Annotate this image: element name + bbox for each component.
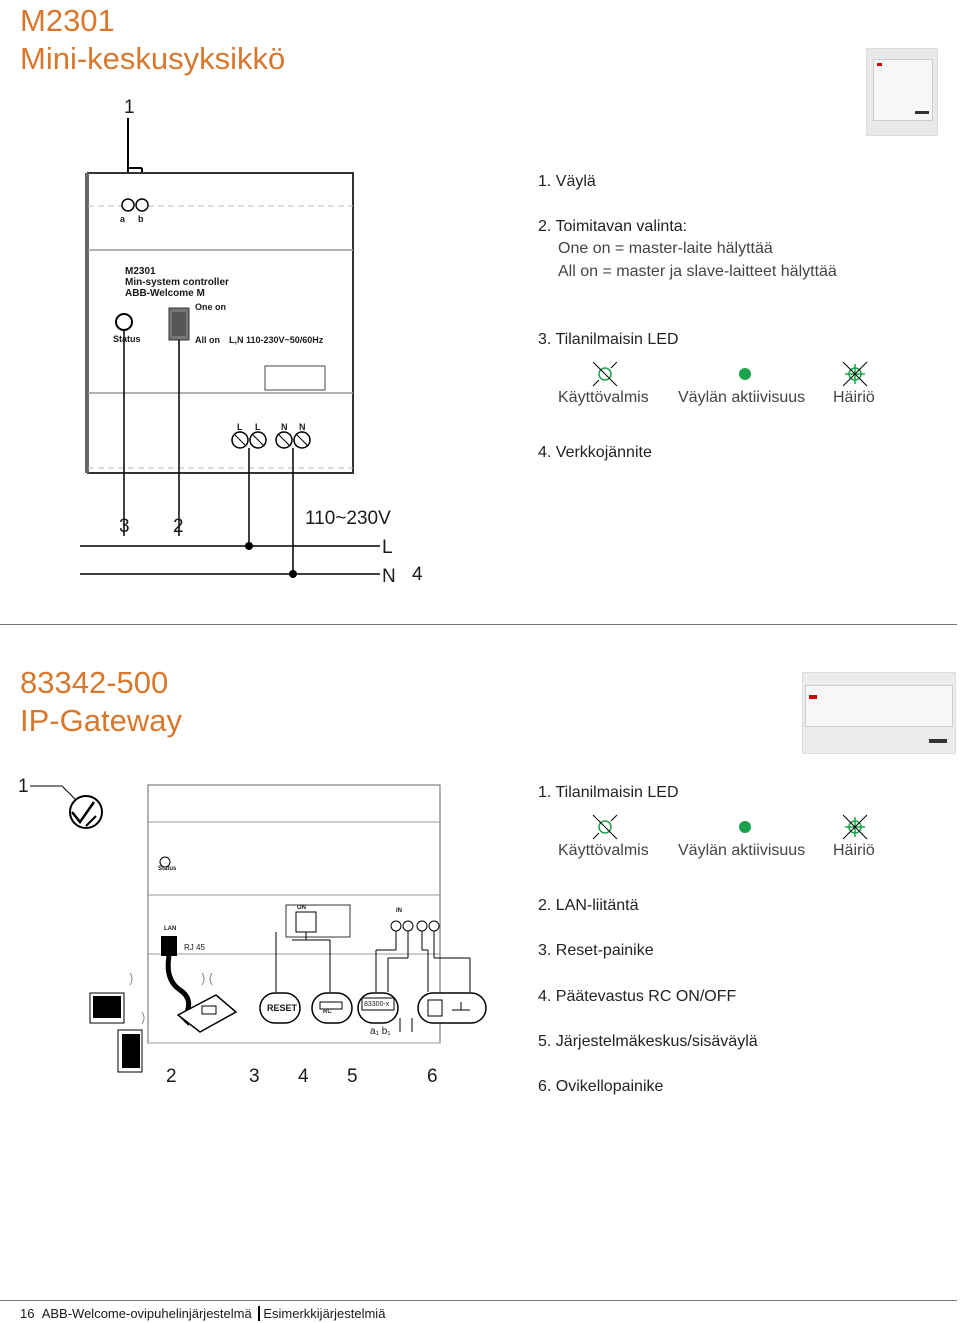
legend-item-3: 3. Tilanilmaisin LED	[538, 331, 679, 348]
legend-item-2a: One on = master-laite hälyttää	[558, 240, 773, 257]
terminal-b-label: b	[138, 214, 144, 224]
terminal-n1-label: N	[281, 422, 288, 432]
voltage-label: 110~230V	[305, 508, 391, 529]
rc-label: RC	[323, 1009, 332, 1015]
reset-label: RESET	[267, 1003, 298, 1013]
callout-4: 4	[412, 564, 423, 585]
led-icons-row-2	[592, 814, 868, 840]
led-on-icon	[739, 368, 751, 380]
legend-item-4: 4. Päätevastus RC ON/OFF	[538, 988, 737, 1005]
led-icons-row-1	[592, 361, 868, 387]
in-label: IN	[396, 908, 402, 914]
led-ready-label: Käyttövalmis	[558, 842, 649, 859]
led-off-icon	[592, 814, 618, 840]
power-rating-label: L,N 110-230V~50/60Hz	[229, 335, 324, 345]
footer: 16 ABB-Welcome-ovipuhelinjärjestelmä Esi…	[20, 1306, 385, 1321]
led-ready-label: Käyttövalmis	[558, 389, 649, 406]
line-n-label: N	[382, 566, 396, 587]
callout-6: 6	[427, 1066, 438, 1087]
led-fault-label: Häiriö	[833, 389, 875, 406]
led-fault-label: Häiriö	[833, 842, 875, 859]
led-blink-icon	[842, 361, 868, 387]
callout-1: 1	[18, 776, 29, 797]
legend-item-6: 6. Ovikellopainike	[538, 1078, 664, 1095]
footer-divider	[0, 1300, 957, 1301]
footer-section-title: Esimerkkijärjestelmiä	[263, 1306, 386, 1321]
ip-gateway-diagram	[30, 784, 487, 1073]
led-off-icon	[592, 361, 618, 387]
legend-item-5: 5. Järjestelmäkeskus/sisäväylä	[538, 1033, 758, 1050]
led-on-icon	[739, 821, 751, 833]
legend-item-2b: All on = master ja slave-laitteet hälytt…	[558, 263, 837, 280]
legend-item-4: 4. Verkkojännite	[538, 444, 652, 461]
module-label: 83300-x	[364, 1001, 390, 1008]
led-active-label: Väylän aktiivisuus	[678, 842, 806, 859]
callout-1: 1	[124, 97, 135, 118]
product-photo-ip-gateway	[802, 672, 956, 754]
terminal-n2-label: N	[299, 422, 306, 432]
legend-item-1: 1. Väylä	[538, 173, 596, 190]
lan-label: LAN	[164, 926, 177, 932]
footer-doc-title: ABB-Welcome-ovipuhelinjärjestelmä	[41, 1306, 252, 1321]
callout-3: 3	[249, 1066, 260, 1087]
section-divider	[0, 624, 957, 625]
legend-item-2: 2. LAN-liitäntä	[538, 897, 639, 914]
switch-all-on-label: All on	[195, 335, 220, 345]
page-number: 16	[20, 1306, 35, 1321]
device-label-block: M2301 Min-system controller ABB-Welcome …	[125, 266, 229, 299]
section2-title: 83342-500 IP-Gateway	[20, 664, 182, 740]
switch-one-on-label: One on	[195, 302, 226, 312]
device-brand: ABB-Welcome M	[125, 288, 205, 299]
legend-item-1: 1. Tilanilmaisin LED	[538, 784, 679, 801]
callout-2: 2	[166, 1066, 177, 1087]
terminal-l1-label: L	[237, 422, 243, 432]
terminal-a-label: a	[120, 214, 126, 224]
callout-3: 3	[119, 516, 130, 537]
status-label: Status	[158, 866, 177, 872]
callout-2: 2	[173, 516, 184, 537]
led-blink-icon	[842, 814, 868, 840]
line-l-label: L	[382, 537, 393, 558]
rj45-label: RJ 45	[184, 943, 205, 952]
model-number: 83342-500	[20, 665, 169, 700]
legend-item-2: 2. Toimitavan valinta:	[538, 218, 688, 235]
a1b1-label: a₁ b₁	[370, 1026, 391, 1037]
terminal-l2-label: L	[255, 422, 261, 432]
product-name: Mini-keskusyksikkö	[20, 41, 286, 76]
device-name: Min-system controller	[125, 277, 229, 288]
legend-item-3: 3. Reset-painike	[538, 942, 654, 959]
product-photo-m2301	[866, 48, 938, 136]
callout-4: 4	[298, 1066, 309, 1087]
callout-5: 5	[347, 1066, 358, 1087]
section1-title: M2301 Mini-keskusyksikkö	[20, 2, 285, 78]
on-switch-label: ON	[297, 905, 306, 911]
status-label: Status	[113, 334, 141, 344]
model-number: M2301	[20, 3, 115, 38]
device-model: M2301	[125, 266, 156, 277]
led-active-label: Väylän aktiivisuus	[678, 389, 806, 406]
m2301-diagram	[80, 118, 380, 578]
product-name: IP-Gateway	[20, 703, 182, 738]
